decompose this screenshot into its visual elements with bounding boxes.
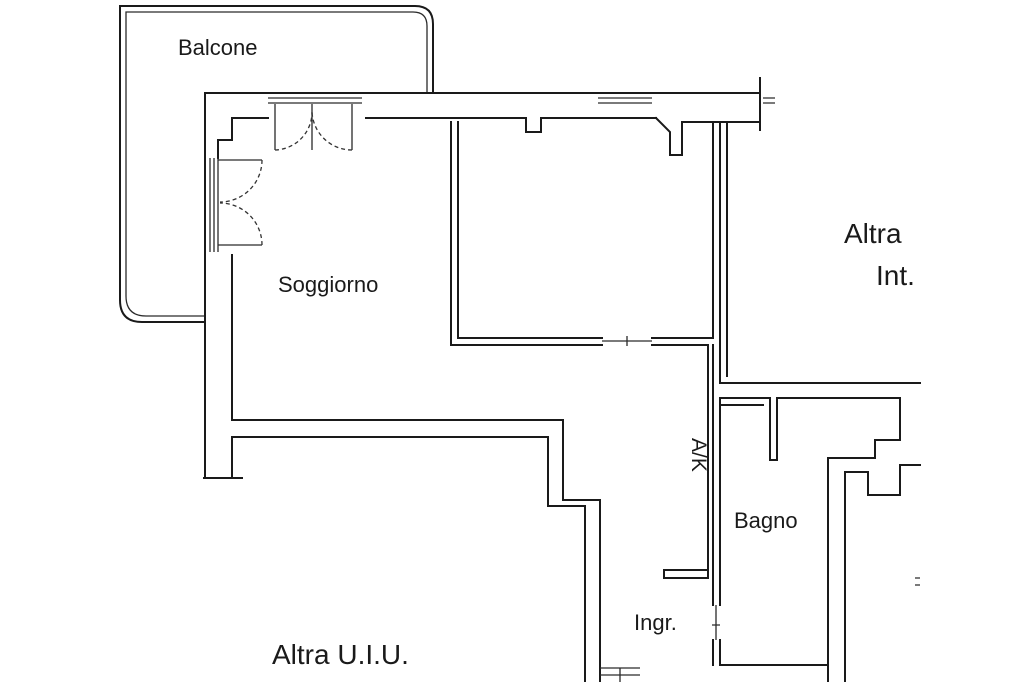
label-ingresso: Ingr.	[634, 610, 677, 635]
windows-and-doors	[209, 77, 920, 682]
label-int-right: Int.	[876, 260, 915, 291]
label-kitchen: A/K	[687, 438, 710, 472]
label-altra-right: Altra	[844, 218, 902, 249]
label-bagno: Bagno	[734, 508, 798, 533]
balcony-outline	[119, 5, 434, 323]
exterior-walls	[203, 92, 761, 682]
label-altra-uiu: Altra U.I.U.	[272, 639, 409, 670]
label-balcone: Balcone	[178, 35, 258, 60]
label-soggiorno: Soggiorno	[278, 272, 378, 297]
right-crop-mask	[921, 0, 1024, 682]
inner-room-walls	[450, 121, 921, 682]
